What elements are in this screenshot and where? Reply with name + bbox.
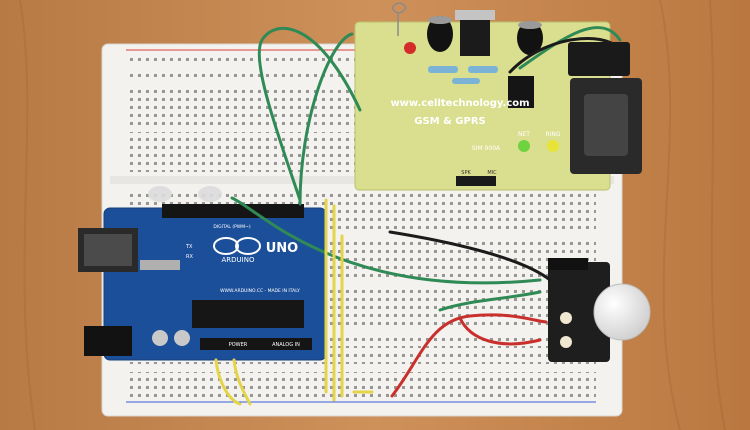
- gsm-website-text: www.celltechnology.com: [390, 98, 529, 109]
- gsm-module: www.celltechnology.com GSM & GPRS SIM 90…: [354, 2, 642, 191]
- wires: [214, 26, 626, 406]
- arduino-analog-label: ANALOG IN: [272, 342, 300, 348]
- arduino-tx-label: TX: [185, 244, 193, 250]
- gsm-model-text: SIM 900A: [472, 145, 501, 152]
- arduino-brand-text: ARDUINO: [222, 256, 255, 264]
- gsm-net-label: NET: [518, 131, 530, 138]
- arduino-model-text: UNO: [266, 241, 299, 256]
- gsm-title-text: GSM & GPRS: [414, 116, 485, 127]
- arduino-rx-label: RX: [186, 254, 193, 260]
- gsm-spk-label: SPK: [461, 170, 471, 176]
- arduino-board: ARDUINO UNO WWW.ARDUINO.CC - MADE IN ITA…: [78, 204, 327, 361]
- arduino-digital-label: DIGITAL (PWM~): [213, 224, 251, 230]
- gsm-ring-label: RING: [545, 131, 560, 138]
- arduino-power-label: POWER: [229, 342, 248, 348]
- gsm-mic-label: MIC: [487, 170, 497, 176]
- pir-sensor: [548, 258, 651, 362]
- arduino-site-text: WWW.ARDUINO.CC - MADE IN ITALY: [220, 288, 300, 294]
- ir-leds: [148, 186, 222, 202]
